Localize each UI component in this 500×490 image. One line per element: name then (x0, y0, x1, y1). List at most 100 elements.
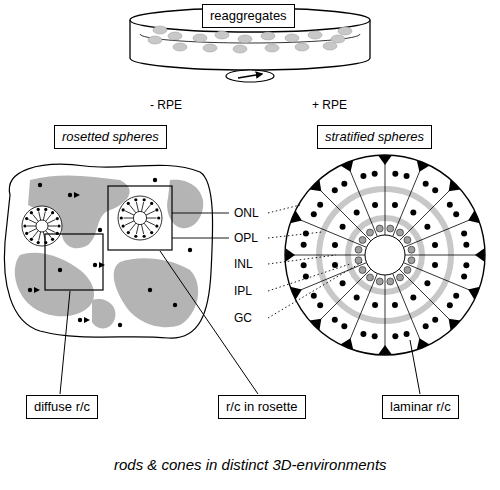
onl-nucleus (404, 331, 410, 337)
onl-nucleus (463, 242, 469, 248)
outer-segment (378, 345, 392, 355)
photoreceptor-stroke (130, 223, 136, 231)
figure-caption: rods & cones in distinct 3D-environments (114, 456, 387, 473)
onl-nucleus (372, 333, 378, 339)
cone-cell (74, 192, 80, 198)
layer-leader (268, 232, 322, 238)
reaggregate-sphere (203, 44, 217, 52)
nucleus-dot (150, 231, 153, 234)
onl-nucleus (317, 302, 323, 308)
nucleus-dot (37, 241, 40, 244)
box-text: rosetted spheres (62, 129, 159, 145)
rosette-lumen (133, 211, 146, 224)
ganglion-cell (397, 274, 404, 281)
inl-nucleus (410, 294, 416, 300)
ganglion-cell (387, 278, 394, 285)
layer-label: GC (234, 311, 252, 325)
photoreceptor-stroke (47, 219, 55, 223)
radial-fiber (399, 184, 456, 241)
scattered-cell (153, 178, 157, 182)
ganglion-cell (355, 246, 362, 253)
nucleus-dot (56, 217, 59, 220)
outer-segment (290, 287, 302, 300)
reaggregate-sphere (285, 34, 299, 42)
nucleus-dot (25, 232, 28, 235)
nucleus-dot (143, 198, 146, 201)
nucleus-dot (143, 235, 146, 238)
inset-square (45, 234, 103, 290)
nucleus-dot (122, 208, 125, 211)
inset-square (108, 186, 172, 250)
rosette-leader (172, 238, 229, 239)
photoreceptor-stroke (27, 226, 36, 227)
outer-segment (378, 155, 392, 165)
reaggregate-sphere (168, 32, 182, 40)
layer-label: OPL (234, 231, 258, 245)
nucleus-dot (150, 202, 153, 205)
inl-nucleus (354, 294, 360, 300)
radial-fiber (385, 275, 386, 355)
rotation-disc (226, 70, 274, 82)
reaggregate-sphere (173, 43, 187, 51)
onl-nucleus (301, 242, 307, 248)
outer-segment (285, 248, 295, 262)
photoreceptor-stroke (146, 211, 155, 215)
box-text: diffuse r/c (34, 399, 90, 415)
nucleus-dot (30, 238, 33, 241)
radial-fiber (314, 269, 371, 326)
neuropil-patch (114, 258, 199, 327)
nucleus-dot (120, 216, 123, 219)
ganglion-cell (404, 267, 411, 274)
onl-nucleus (332, 317, 338, 323)
photoreceptor-stroke (28, 229, 36, 233)
outer-segment (468, 287, 480, 300)
nucleus-dot (122, 225, 125, 228)
condition-box: rosetted spheres (54, 125, 167, 149)
onl-nucleus (360, 331, 366, 337)
photoreceptor-stroke (136, 224, 138, 234)
cone-cell (99, 262, 105, 268)
ganglion-cell (408, 257, 415, 264)
cone-cell (34, 287, 40, 293)
cone-cell (84, 317, 90, 323)
nucleus-dot (127, 231, 130, 234)
photoreceptor-stroke (130, 205, 136, 213)
onl-nucleus (447, 202, 453, 208)
onl-nucleus (303, 274, 309, 280)
photoreceptor-stroke (33, 231, 39, 238)
onl-nucleus (461, 274, 467, 280)
reaggregate-sphere (308, 31, 322, 39)
onl-nucleus (311, 211, 317, 217)
outer-segment (468, 210, 480, 223)
onl-nucleus (432, 317, 438, 323)
outer-segment (417, 338, 430, 350)
nucleus-dot (23, 224, 26, 227)
radial-fiber (403, 263, 477, 294)
onl-nucleus (301, 262, 307, 268)
inl-nucleus (332, 242, 338, 248)
scattered-cell (68, 193, 72, 197)
ganglion-cell (404, 236, 411, 243)
condition-label: + RPE (312, 98, 347, 112)
nucleus-dot (57, 224, 60, 227)
reaggregate-sphere (215, 31, 229, 39)
photoreceptor-stroke (39, 232, 41, 241)
radial-fiber (393, 163, 424, 237)
photoreceptor-stroke (141, 224, 143, 234)
rosette-leader (172, 213, 229, 214)
photoreceptor-stroke (48, 226, 57, 227)
outer-segment (310, 180, 322, 192)
inl-nucleus (410, 210, 416, 216)
layer-leader (268, 255, 336, 264)
photoreceptor-stroke (144, 205, 150, 213)
inl-nucleus (372, 202, 378, 208)
onl-nucleus (372, 171, 378, 177)
scattered-cell (98, 228, 102, 232)
reaggregate-sphere (153, 26, 167, 34)
radial-fiber (403, 217, 477, 248)
outer-segment (310, 319, 322, 331)
onl-nucleus (311, 293, 317, 299)
nucleus-dot (134, 198, 137, 201)
scattered-cell (148, 288, 152, 292)
radial-fiber (347, 163, 378, 237)
